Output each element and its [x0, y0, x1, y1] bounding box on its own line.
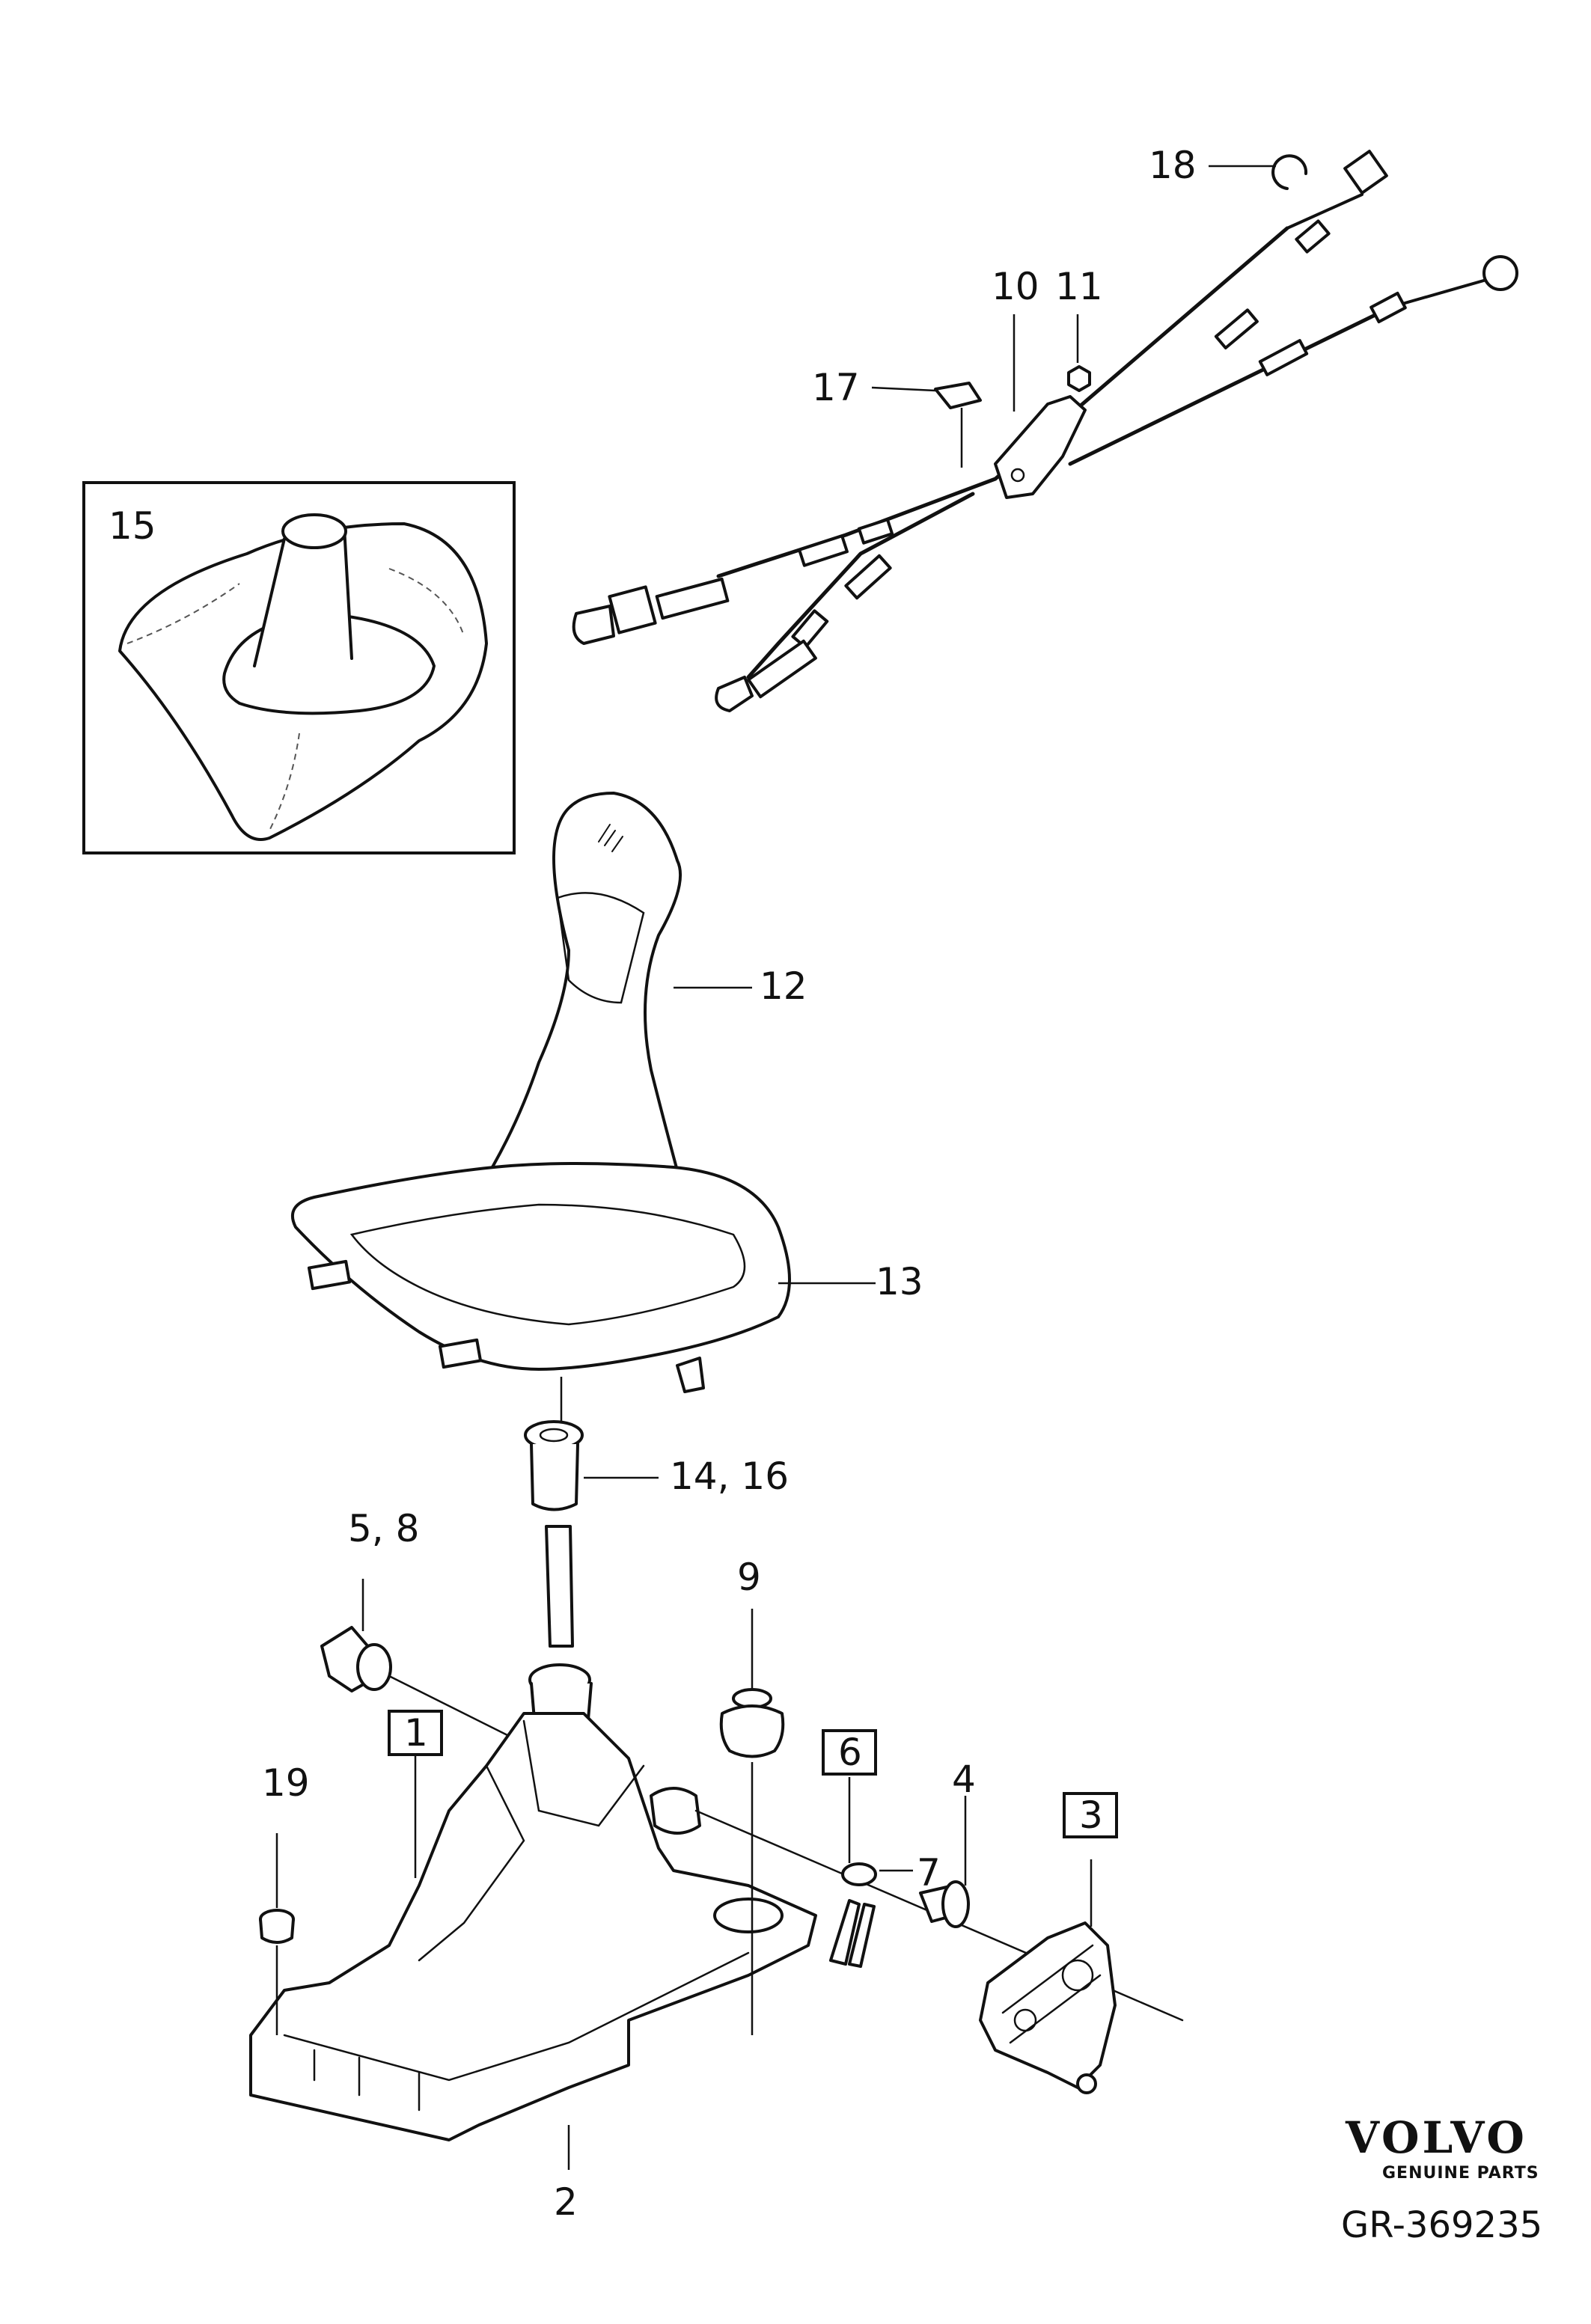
boot-inset	[82, 481, 516, 854]
callout-17: 17	[812, 366, 860, 409]
inset-frame	[82, 481, 516, 854]
shift-housing-assembly	[249, 1525, 1184, 2170]
callout-18: 18	[1149, 144, 1197, 187]
callout-1: 1	[404, 1711, 428, 1755]
callout-3: 3	[1079, 1794, 1103, 1837]
nut-19	[259, 1833, 295, 2035]
callout-2: 2	[554, 2180, 578, 2224]
callout-1-box	[388, 1710, 443, 1756]
callout-12: 12	[760, 964, 807, 1008]
shift-cables	[572, 150, 1518, 712]
bushing	[524, 1420, 659, 1511]
gear-knob-and-boot	[291, 792, 876, 1433]
damper-9	[719, 1609, 785, 2035]
bushing-5-8	[320, 1579, 392, 1692]
callout-11: 11	[1055, 265, 1103, 308]
brand-logo: VOLVO	[1345, 2112, 1527, 2163]
callout-10: 10	[992, 265, 1039, 308]
diagram-reference: GR-369235	[1341, 2204, 1542, 2246]
selector-housing-3	[979, 1859, 1117, 2094]
callout-4: 4	[952, 1758, 976, 1801]
callout-6: 6	[838, 1731, 862, 1774]
callout-6-box	[822, 1729, 877, 1776]
callout-15: 15	[109, 504, 156, 548]
callout-labels: 18 10 11 17 15 12 13 14, 16 5, 8 9 1 19 …	[109, 144, 1197, 2224]
callout-7: 7	[917, 1851, 941, 1895]
callout-5-8: 5, 8	[348, 1507, 419, 1550]
callout-3-box	[1063, 1792, 1118, 1838]
brand-tagline: GENUINE PARTS	[1382, 2164, 1539, 2183]
clip-and-sleeve	[829, 1777, 970, 1968]
brand-block: VOLVO GENUINE PARTS GR-369235	[1341, 2112, 1542, 2246]
callout-14-16: 14, 16	[670, 1455, 789, 1498]
callout-9: 9	[737, 1556, 761, 1599]
callout-19: 19	[262, 1761, 310, 1805]
callout-13: 13	[876, 1260, 923, 1303]
